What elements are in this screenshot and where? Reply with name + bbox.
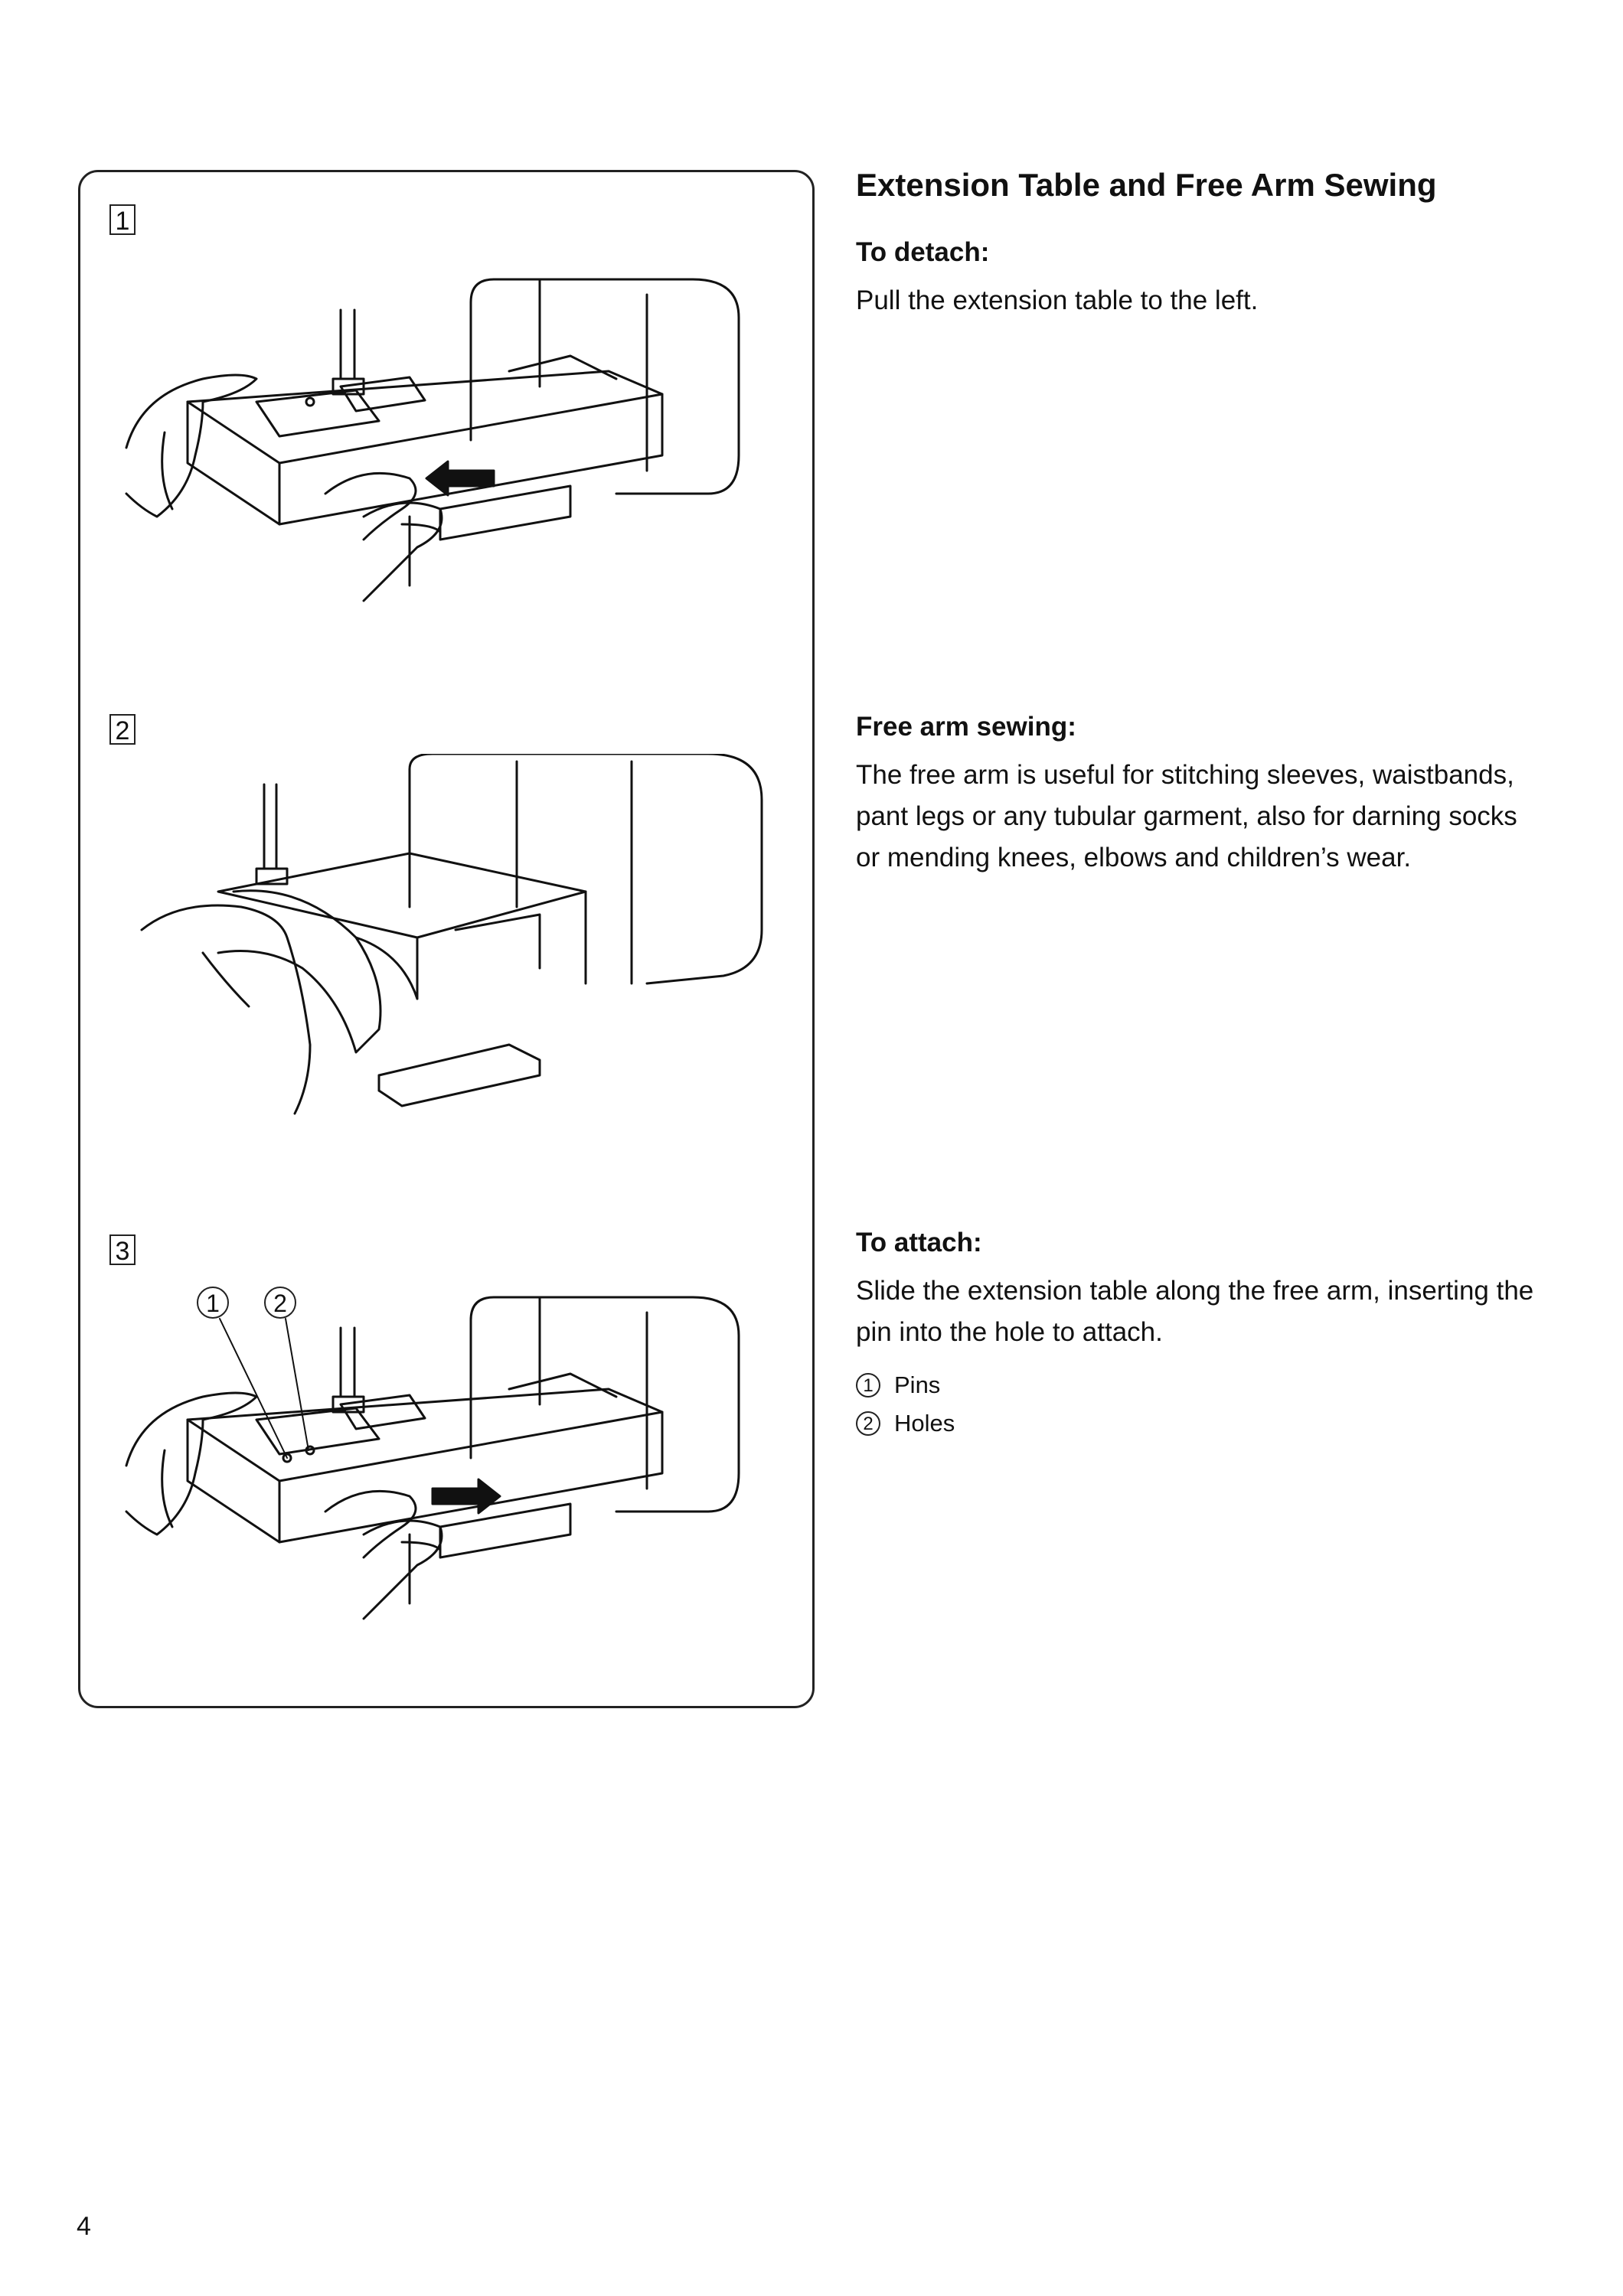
callout-pins: 1 xyxy=(197,1287,229,1319)
legend-label-pins: Pins xyxy=(894,1371,941,1398)
callout-holes: 2 xyxy=(264,1287,296,1319)
illustration-attach-table xyxy=(125,1296,740,1620)
heading-free-arm-sewing: Free arm sewing: xyxy=(856,712,1076,742)
attach-instructions: Slide the extension table along the free… xyxy=(856,1276,1534,1347)
page-title: Extension Table and Free Arm Sewing xyxy=(856,167,1437,203)
illustration-detach-table xyxy=(125,278,740,602)
legend-mark-2: 2 xyxy=(856,1411,880,1436)
heading-to-detach: To detach: xyxy=(856,237,990,267)
legend-mark-1: 1 xyxy=(856,1373,880,1397)
heading-to-attach: To attach: xyxy=(856,1228,982,1257)
illustration-free-arm-sewing xyxy=(140,754,763,1115)
detach-instructions: Pull the extension table to the left. xyxy=(856,285,1259,315)
step-number-2: 2 xyxy=(109,714,136,745)
legend-item-pins: 1 Pins xyxy=(856,1371,940,1399)
step-number-3: 3 xyxy=(109,1234,136,1266)
free-arm-description: The free arm is useful for stitching sle… xyxy=(856,760,1517,872)
legend-item-holes: 2 Holes xyxy=(856,1410,955,1437)
page-number: 4 xyxy=(77,2212,91,2241)
legend-label-holes: Holes xyxy=(894,1410,955,1437)
figure-panel: 1 2 xyxy=(78,170,815,1708)
step-number-1: 1 xyxy=(109,204,136,236)
